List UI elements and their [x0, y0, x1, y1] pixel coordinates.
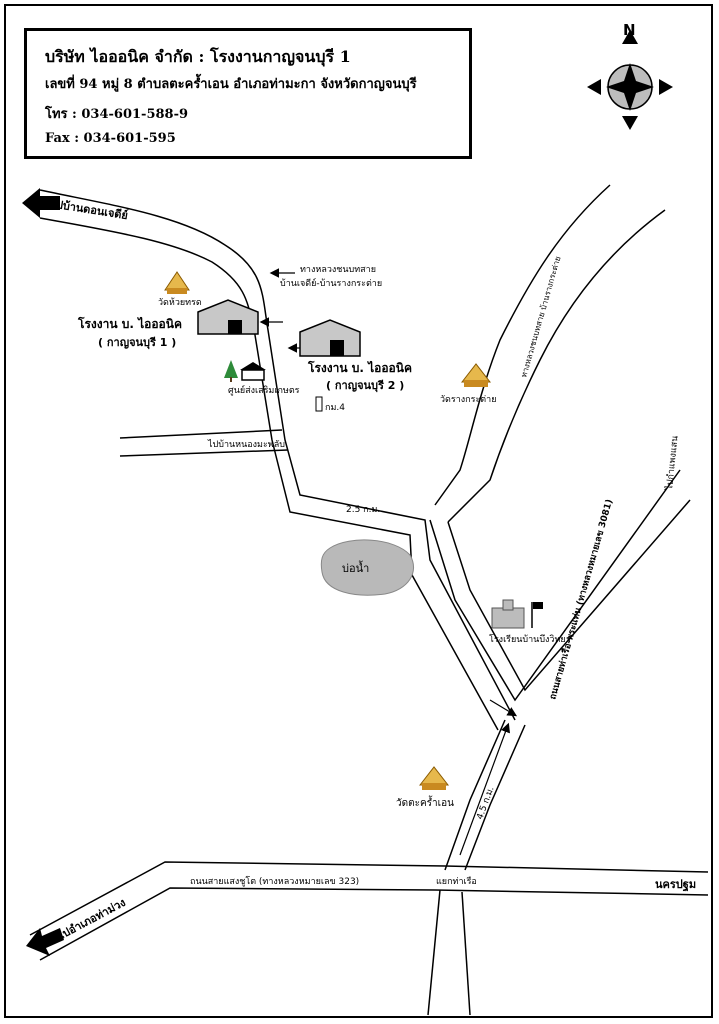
temple-icon: [418, 766, 450, 790]
pond-shape: [320, 539, 415, 596]
arrow-icon: [22, 188, 60, 218]
school-icon: [491, 599, 525, 629]
wat-huai-song-label: วัดห้วยทรด: [158, 297, 202, 308]
company-name: บริษัท ไอออนิค จำกัด : โรงงานกาญจนบุรี 1: [45, 47, 351, 66]
road-network: [29, 184, 709, 1016]
agri-center-label: ศูนย์ส่งเสริมเกษตร: [228, 384, 300, 396]
factory-icon: [197, 299, 259, 335]
to-kamphaeng-saen-label: ไปกำแพงแสน: [664, 435, 681, 491]
km4-label: กม.4: [325, 403, 345, 413]
wat-rang-kratai-label: วัดรางกระต่าย: [440, 395, 496, 405]
arrow-icon: [459, 722, 511, 856]
compass-north-label: N: [623, 21, 636, 39]
to-nong-ma-phlap-label: ไปบ้านหนองมะพลับ: [207, 439, 285, 450]
temple-icon: [460, 363, 492, 387]
factory1-name: โรงงาน บ. ไอออนิค: [77, 316, 182, 331]
rural-road-rang-kratai-label: ทางหลวงชนบทสาย บ้านรางกระต่าย: [519, 255, 562, 378]
road-tha-ruea-label: ถนนสายท่าเรือ-พระแท่น (ทางหลวงหมายเลข 30…: [546, 498, 615, 701]
flag-icon: [531, 602, 543, 628]
dist-2-5-label: 2.5 ก.ม.: [346, 505, 380, 515]
tha-ruea-junction-label: แยกท่าเรือ: [436, 876, 477, 887]
wat-takhram-en-label: วัดตะคร้ำเอน: [396, 795, 454, 809]
arrow-icon: [489, 699, 518, 717]
company-info-box: บริษัท ไอออนิค จำกัด : โรงงานกาญจนบุรี 1…: [24, 28, 472, 159]
factory2-name: โรงงาน บ. ไอออนิค: [307, 360, 412, 375]
nakhon-pathom-label: นครปฐม: [655, 878, 696, 892]
pond-label: บ่อน้ำ: [342, 560, 369, 575]
highway-chedi-label: ทางหลวงชนบทสาย: [300, 265, 376, 275]
tree-icon: [224, 360, 238, 382]
temple-icon: [164, 271, 190, 294]
factory2-sub: ( กาญจนบุรี 2 ): [326, 379, 404, 393]
map-frame: [4, 4, 713, 1018]
km-post-icon: [315, 396, 323, 412]
company-phone: โทร : 034-601-588-9: [45, 107, 189, 122]
road-saeng-chuto-label: ถนนสายแสงชูโต (ทางหลวงหมายเลข 323): [190, 876, 359, 887]
school-label: โรงเรียนบ้านบึงวิทยา: [489, 634, 571, 645]
company-address: เลขที่ 94 หมู่ 8 ตำบลตะคร้ำเอน อำเภอท่าม…: [45, 77, 417, 92]
factory-icon: [299, 319, 361, 357]
factory1-sub: ( กาญจนบุรี 1 ): [98, 336, 176, 350]
highway-chedi-label-2: บ้านเจดีย์-บ้านรางกระต่าย: [280, 277, 382, 289]
compass-rose-icon: N: [587, 21, 673, 130]
company-fax: Fax : 034-601-595: [45, 131, 176, 146]
house-icon: [240, 362, 266, 381]
arrow-icon: [26, 928, 64, 956]
